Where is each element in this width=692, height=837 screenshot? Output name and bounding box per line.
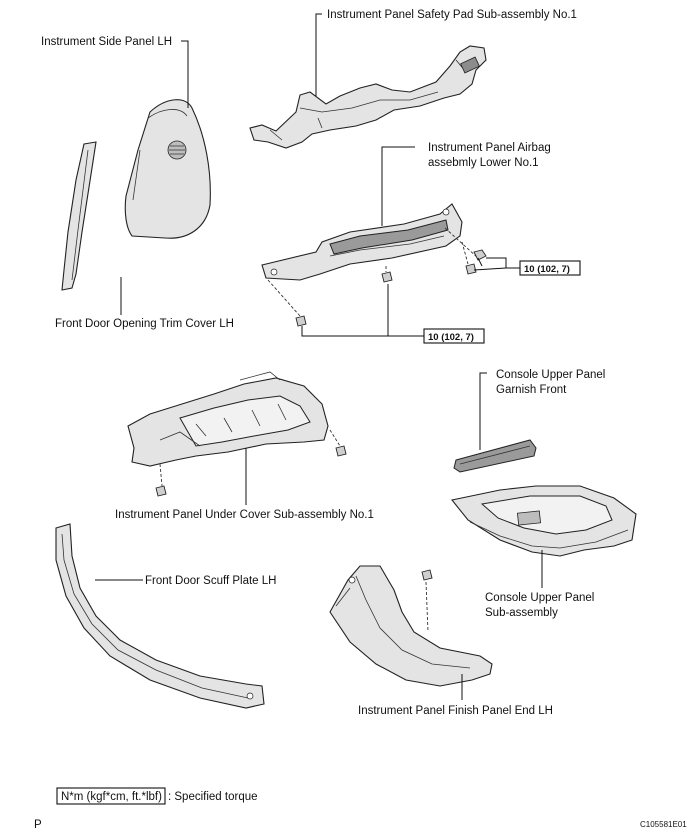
console-upper-panel-sub-assembly — [451, 485, 637, 557]
label-scuff-plate: Front Door Scuff Plate LH — [145, 575, 276, 587]
bolt-icon — [295, 315, 307, 327]
instrument-side-panel-lh — [124, 99, 211, 239]
airbag-bolts — [267, 227, 487, 327]
footer-left: P — [34, 819, 42, 831]
torque-box-airbag-lower: 10 (102, 7) — [423, 328, 485, 344]
bolt-icon — [473, 249, 487, 267]
legend-box-text: N*m (kgf*cm, ft.*lbf) — [61, 791, 162, 803]
torque-box-airbag-right: 10 (102, 7) — [519, 260, 581, 276]
torque-legend: N*m (kgf*cm, ft.*lbf) : Specified torque — [56, 787, 258, 805]
legend-description: : Specified torque — [168, 791, 258, 803]
label-airbag-line2: assebmly Lower No.1 — [428, 157, 539, 169]
label-airbag-line1: Instrument Panel Airbag — [428, 142, 551, 154]
label-garnish-line2: Garnish Front — [496, 384, 567, 396]
label-under-cover: Instrument Panel Under Cover Sub-assembl… — [115, 509, 374, 521]
instrument-panel-under-cover — [127, 371, 329, 467]
bolt-icon — [381, 271, 393, 283]
instrument-panel-safety-pad — [249, 45, 487, 149]
label-door-trim: Front Door Opening Trim Cover LH — [55, 318, 234, 330]
torque-airbag-right: 10 (102, 7) — [524, 264, 570, 275]
label-console-line2: Sub-assembly — [485, 607, 558, 619]
label-safety-pad: Instrument Panel Safety Pad Sub-assembly… — [327, 9, 577, 21]
footer-code: C105581E01 — [640, 820, 687, 829]
bolt-icon — [421, 569, 433, 581]
console-upper-panel-garnish-front — [453, 439, 537, 473]
label-console-line1: Console Upper Panel — [485, 592, 594, 604]
bolt-icon — [335, 445, 347, 457]
front-door-scuff-plate-lh — [55, 523, 265, 709]
label-finish-end: Instrument Panel Finish Panel End LH — [358, 705, 553, 717]
instrument-panel-airbag-lower — [261, 203, 463, 281]
torque-airbag-lower: 10 (102, 7) — [428, 332, 474, 343]
label-garnish-line1: Console Upper Panel — [496, 369, 605, 381]
front-door-opening-trim-cover-lh — [61, 141, 97, 291]
bolt-icon — [465, 263, 477, 275]
instrument-panel-finish-panel-end-lh — [329, 565, 493, 687]
label-side-panel: Instrument Side Panel LH — [41, 36, 172, 48]
bolt-icon — [155, 485, 167, 497]
